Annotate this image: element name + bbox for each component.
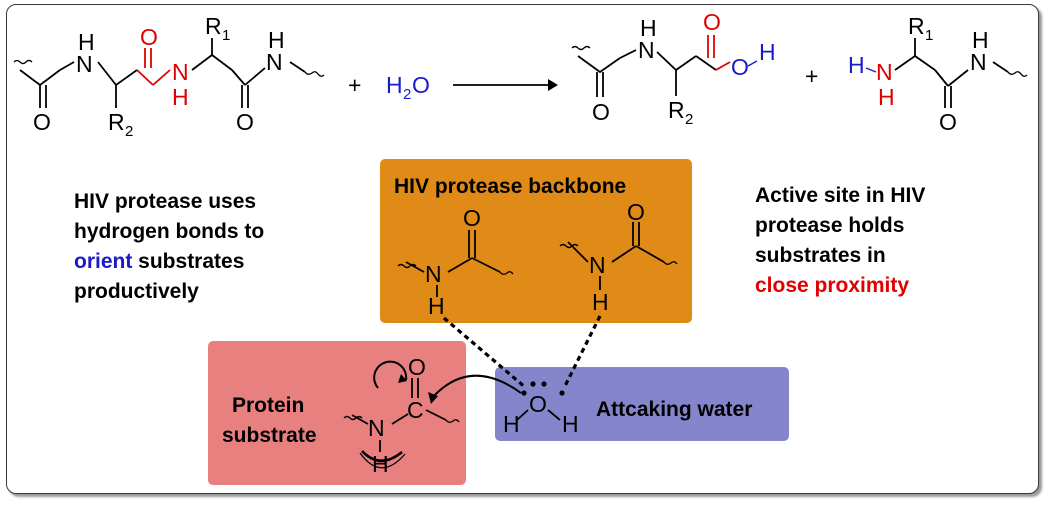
water-h: H — [386, 72, 403, 98]
reactant-o2: O — [140, 24, 158, 50]
water-box: Attcaking water H O H — [495, 367, 789, 441]
product2-r1: R — [908, 13, 925, 39]
substrate-n: N — [368, 415, 385, 441]
product2-o: O — [939, 109, 957, 135]
reactant-h3: H — [268, 27, 285, 53]
product2-n-amine: N — [876, 59, 893, 85]
substrate-o: O — [408, 354, 426, 380]
product2-h-amine2: H — [878, 84, 895, 110]
water-reactant: H 2 O — [386, 72, 430, 103]
product-carboxylic-acid: N H O R 2 O O H — [571, 9, 776, 128]
substrate-label-line1: Protein — [232, 394, 304, 417]
water-h-left: H — [503, 411, 520, 437]
reaction-arrow — [453, 79, 558, 91]
water-label: Attcaking water — [596, 398, 752, 421]
right-note-line3: substrates in — [755, 244, 886, 267]
reactant-n3: N — [266, 49, 283, 75]
left-note-line4: productively — [74, 280, 199, 303]
reactant-r2-sub: 2 — [125, 123, 133, 140]
product-amine: H N H R 1 O N H — [848, 13, 1028, 135]
reactant-h2: H — [172, 84, 189, 110]
product2-n: N — [970, 49, 987, 75]
product1-h-acid: H — [759, 39, 776, 65]
water-sub: 2 — [403, 86, 411, 103]
reactant-o1: O — [33, 109, 51, 135]
product2-h-amine: H — [848, 52, 865, 78]
reactant-n1: N — [76, 51, 93, 77]
product2-r1-sub: 1 — [925, 27, 933, 44]
reactant-h1: H — [78, 29, 95, 55]
reactant-r1: R — [205, 13, 222, 39]
backbone-left-o: O — [463, 205, 481, 231]
backbone-label: HIV protease backbone — [394, 175, 626, 198]
product2-h: H — [972, 27, 989, 53]
left-note: HIV protease uses hydrogen bonds to orie… — [74, 190, 264, 303]
left-note-highlight: orient — [74, 250, 132, 273]
reactant-r2: R — [108, 109, 125, 135]
substrate-h: H — [372, 451, 389, 477]
substrate-box: Protein substrate O C N H — [208, 341, 466, 485]
right-note-line1: Active site in HIV — [755, 184, 925, 207]
backbone-box: HIV protease backbone O N H O N H — [380, 159, 692, 323]
right-note-highlight: close proximity — [755, 274, 909, 297]
backbone-right-n: N — [589, 252, 606, 278]
substrate-c: C — [407, 397, 424, 423]
reactant-peptide: N H O R 2 O N H R 1 O N H — [13, 13, 325, 140]
right-note: Active site in HIV protease holds substr… — [755, 184, 925, 297]
left-note-line2: hydrogen bonds to — [74, 220, 264, 243]
water-o: O — [412, 72, 430, 98]
product1-r2-sub: 2 — [685, 111, 693, 128]
left-note-line1: HIV protease uses — [74, 190, 256, 213]
substrate-label-line2: substrate — [222, 424, 317, 447]
attack-arrow — [428, 374, 522, 404]
left-note-line3-rest: substrates — [132, 250, 244, 273]
reactant-r1-sub: 1 — [222, 27, 230, 44]
plus-sign-2: + — [805, 63, 818, 89]
product1-o-keto: O — [592, 99, 610, 125]
backbone-left-n: N — [425, 261, 442, 287]
reactant-n2: N — [172, 59, 189, 85]
water-o: O — [529, 391, 547, 417]
product1-n: N — [638, 37, 655, 63]
right-note-line2: protease holds — [755, 214, 904, 237]
backbone-right-o: O — [627, 199, 645, 225]
reactant-o3: O — [236, 109, 254, 135]
product1-r2: R — [668, 97, 685, 123]
left-note-line3: orient substrates — [74, 250, 244, 273]
product1-o-hydroxyl: O — [731, 54, 749, 80]
plus-sign-1: + — [348, 72, 361, 98]
water-h-right: H — [562, 411, 579, 437]
backbone-right-h: H — [592, 289, 609, 315]
hbond-right — [562, 315, 602, 389]
product1-h: H — [640, 15, 657, 41]
product1-o-acid: O — [703, 9, 721, 35]
backbone-left-h: H — [428, 293, 445, 319]
